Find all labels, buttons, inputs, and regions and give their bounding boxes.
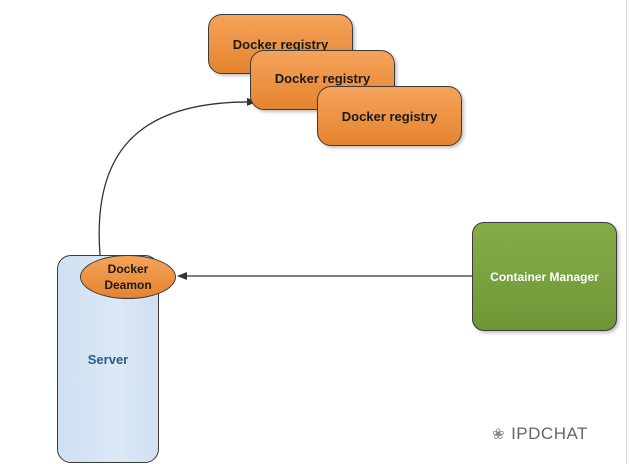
watermark: ❀ IPDCHAT (492, 424, 588, 444)
container-manager-box: Container Manager (472, 222, 617, 331)
image-border (626, 0, 627, 464)
docker-registry-box-3: Docker registry (317, 86, 462, 146)
daemon-label-line1: Docker (107, 262, 149, 276)
docker-registry-label: Docker registry (232, 37, 329, 52)
docker-registry-label: Docker registry (274, 71, 371, 86)
watermark-text: IPDCHAT (511, 424, 588, 443)
container-manager-label: Container Manager (490, 269, 599, 284)
docker-registry-label: Docker registry (341, 108, 438, 124)
daemon-to-registry-arrow (98, 97, 257, 256)
wechat-bubble-icon: ❀ (492, 426, 506, 443)
daemon-label-line2: Deamon (104, 278, 152, 292)
docker-daemon-ellipse: Docker Deamon (80, 255, 176, 299)
server-label: Server (87, 351, 129, 367)
